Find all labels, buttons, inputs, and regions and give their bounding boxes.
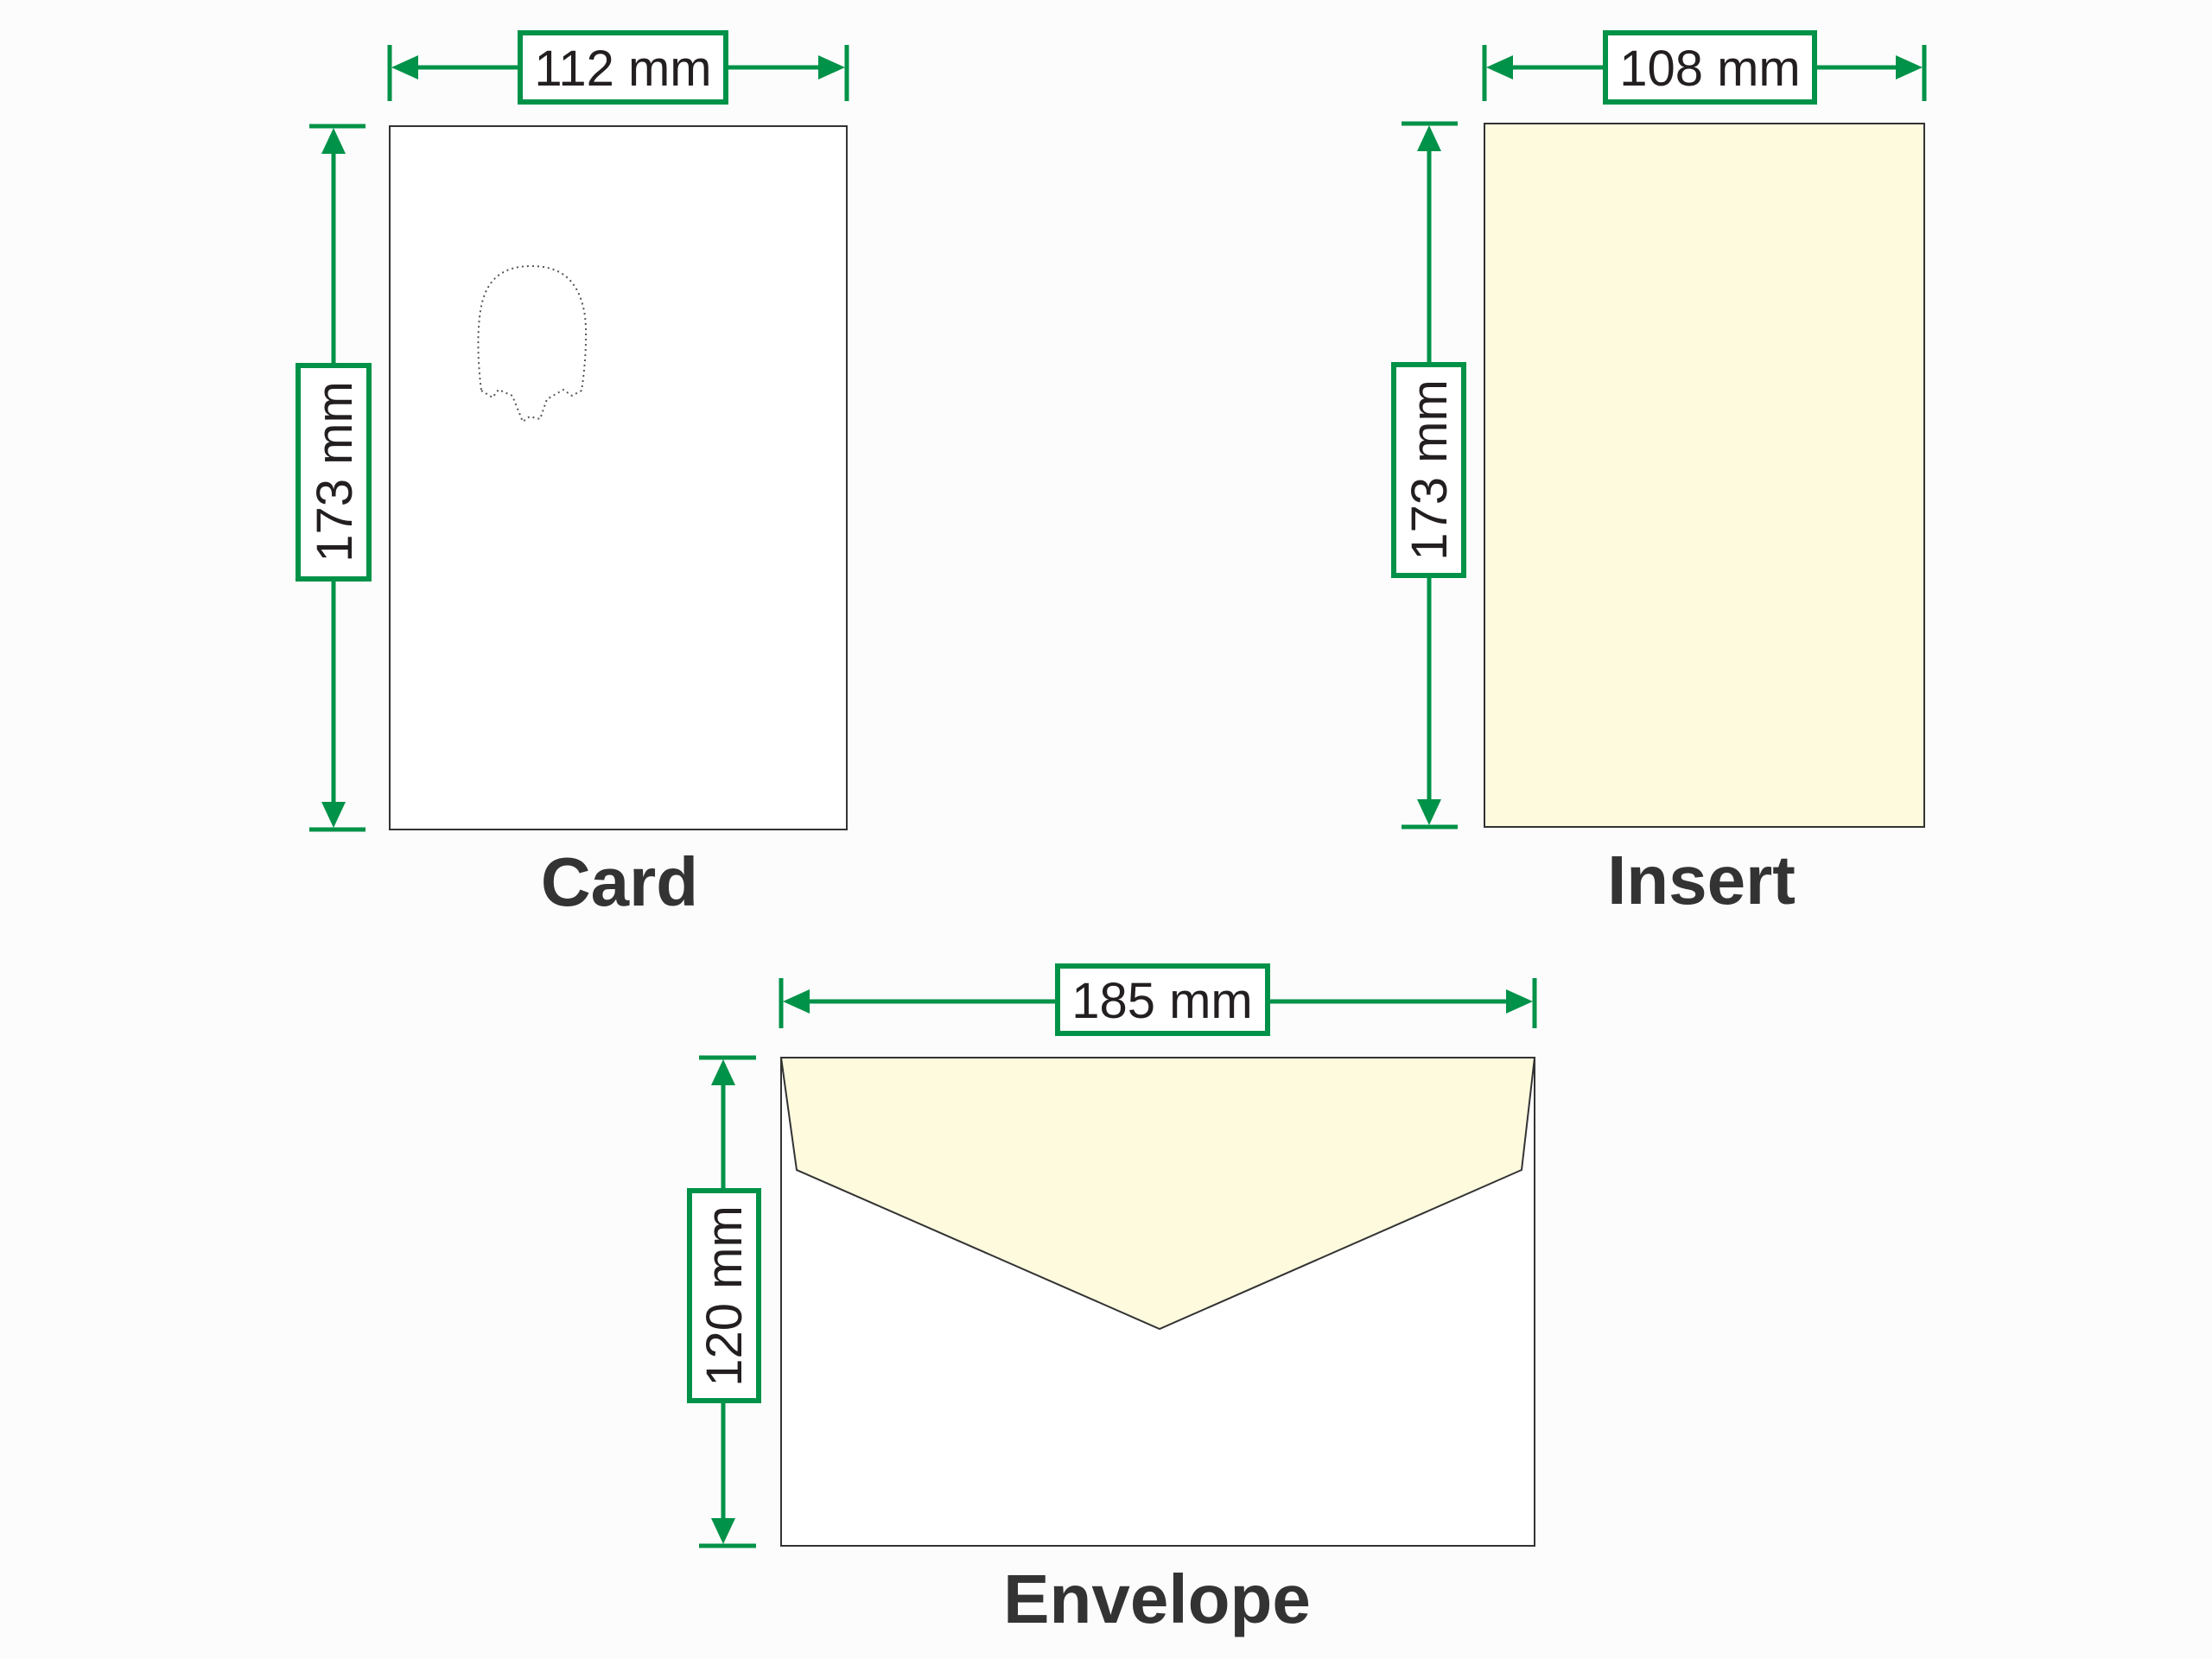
envelope-height-label: 120 mm [696, 1205, 753, 1387]
envelope-title: Envelope [1003, 1560, 1311, 1637]
envelope-width-label: 185 mm [1071, 973, 1253, 1029]
card-group: 112 mm 173 mm Card [296, 30, 849, 920]
card-height-label: 173 mm [307, 381, 363, 563]
insert-width-label: 108 mm [1619, 41, 1801, 97]
insert-width-dimension: 108 mm [1482, 30, 1927, 105]
envelope-height-dimension: 120 mm [687, 1055, 761, 1548]
card-outline [389, 125, 848, 830]
insert-height-dimension: 173 mm [1391, 121, 1466, 830]
card-height-dimension: 173 mm [296, 124, 372, 832]
envelope-group: 185 mm 120 mm Envelope [687, 963, 1537, 1637]
card-width-dimension: 112 mm [387, 30, 849, 105]
envelope-width-dimension: 185 mm [779, 963, 1537, 1036]
card-title: Card [541, 843, 698, 920]
card-width-label: 112 mm [534, 41, 711, 97]
insert-outline [1484, 123, 1925, 828]
insert-title: Insert [1607, 842, 1796, 918]
insert-height-label: 173 mm [1402, 379, 1458, 561]
envelope-flap [779, 1057, 1536, 1331]
insert-group: 108 mm 173 mm Insert [1391, 30, 1927, 918]
